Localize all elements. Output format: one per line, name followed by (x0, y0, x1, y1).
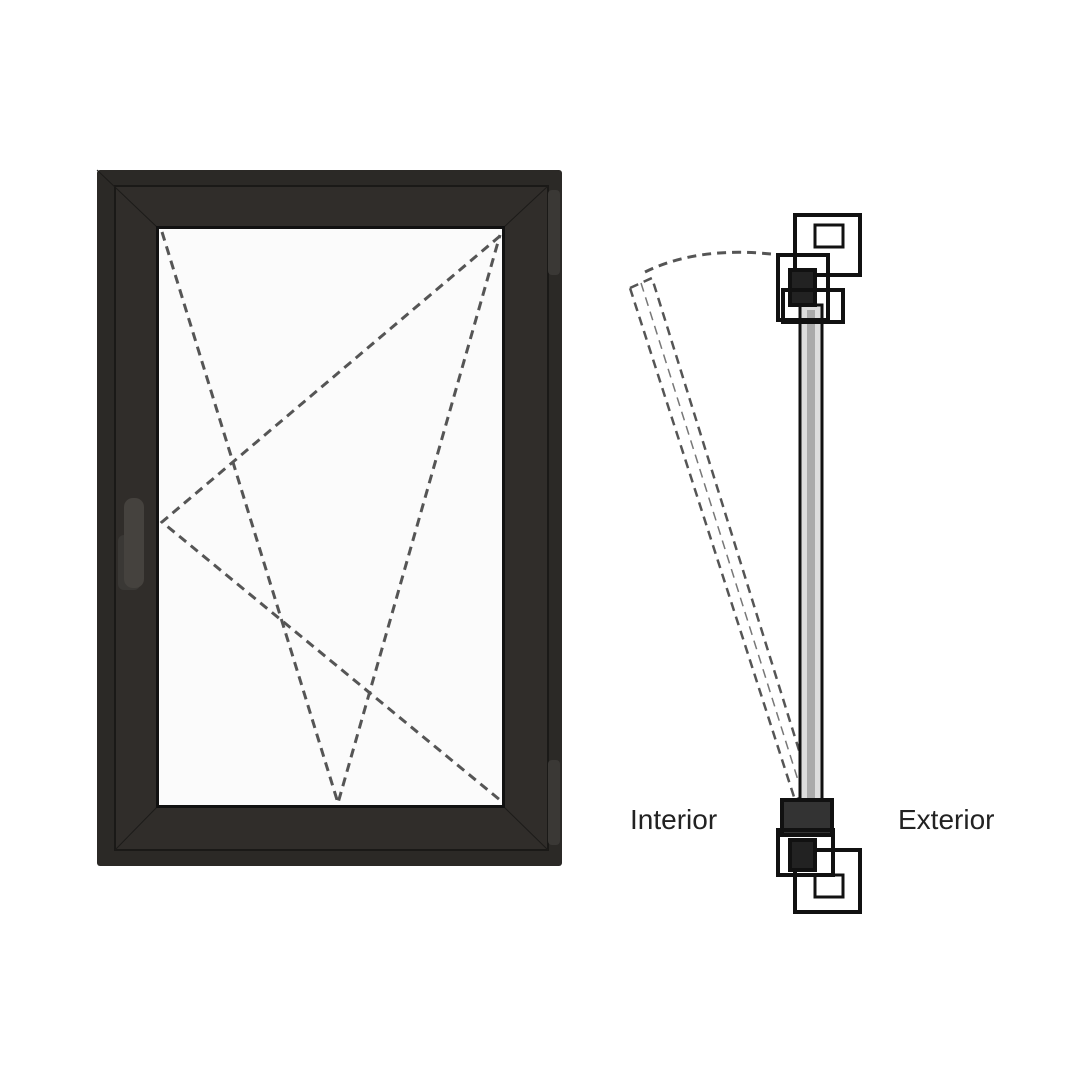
hinge-top (548, 190, 560, 275)
turn-opening-indicator (160, 231, 502, 809)
window-front-view (96, 169, 562, 866)
hinge-bottom (548, 760, 560, 845)
tilted-sash-outline (628, 276, 814, 802)
tilt-opening-indicator (159, 234, 501, 802)
glass-pane (159, 229, 502, 805)
tilt-arc (644, 250, 781, 274)
exterior-label: Exterior (898, 804, 995, 835)
top-profile (776, 213, 862, 324)
bottom-profile (776, 798, 862, 914)
handle-icon[interactable] (118, 498, 144, 590)
interior-label: Interior (630, 804, 718, 835)
window-cross-section (628, 213, 862, 914)
